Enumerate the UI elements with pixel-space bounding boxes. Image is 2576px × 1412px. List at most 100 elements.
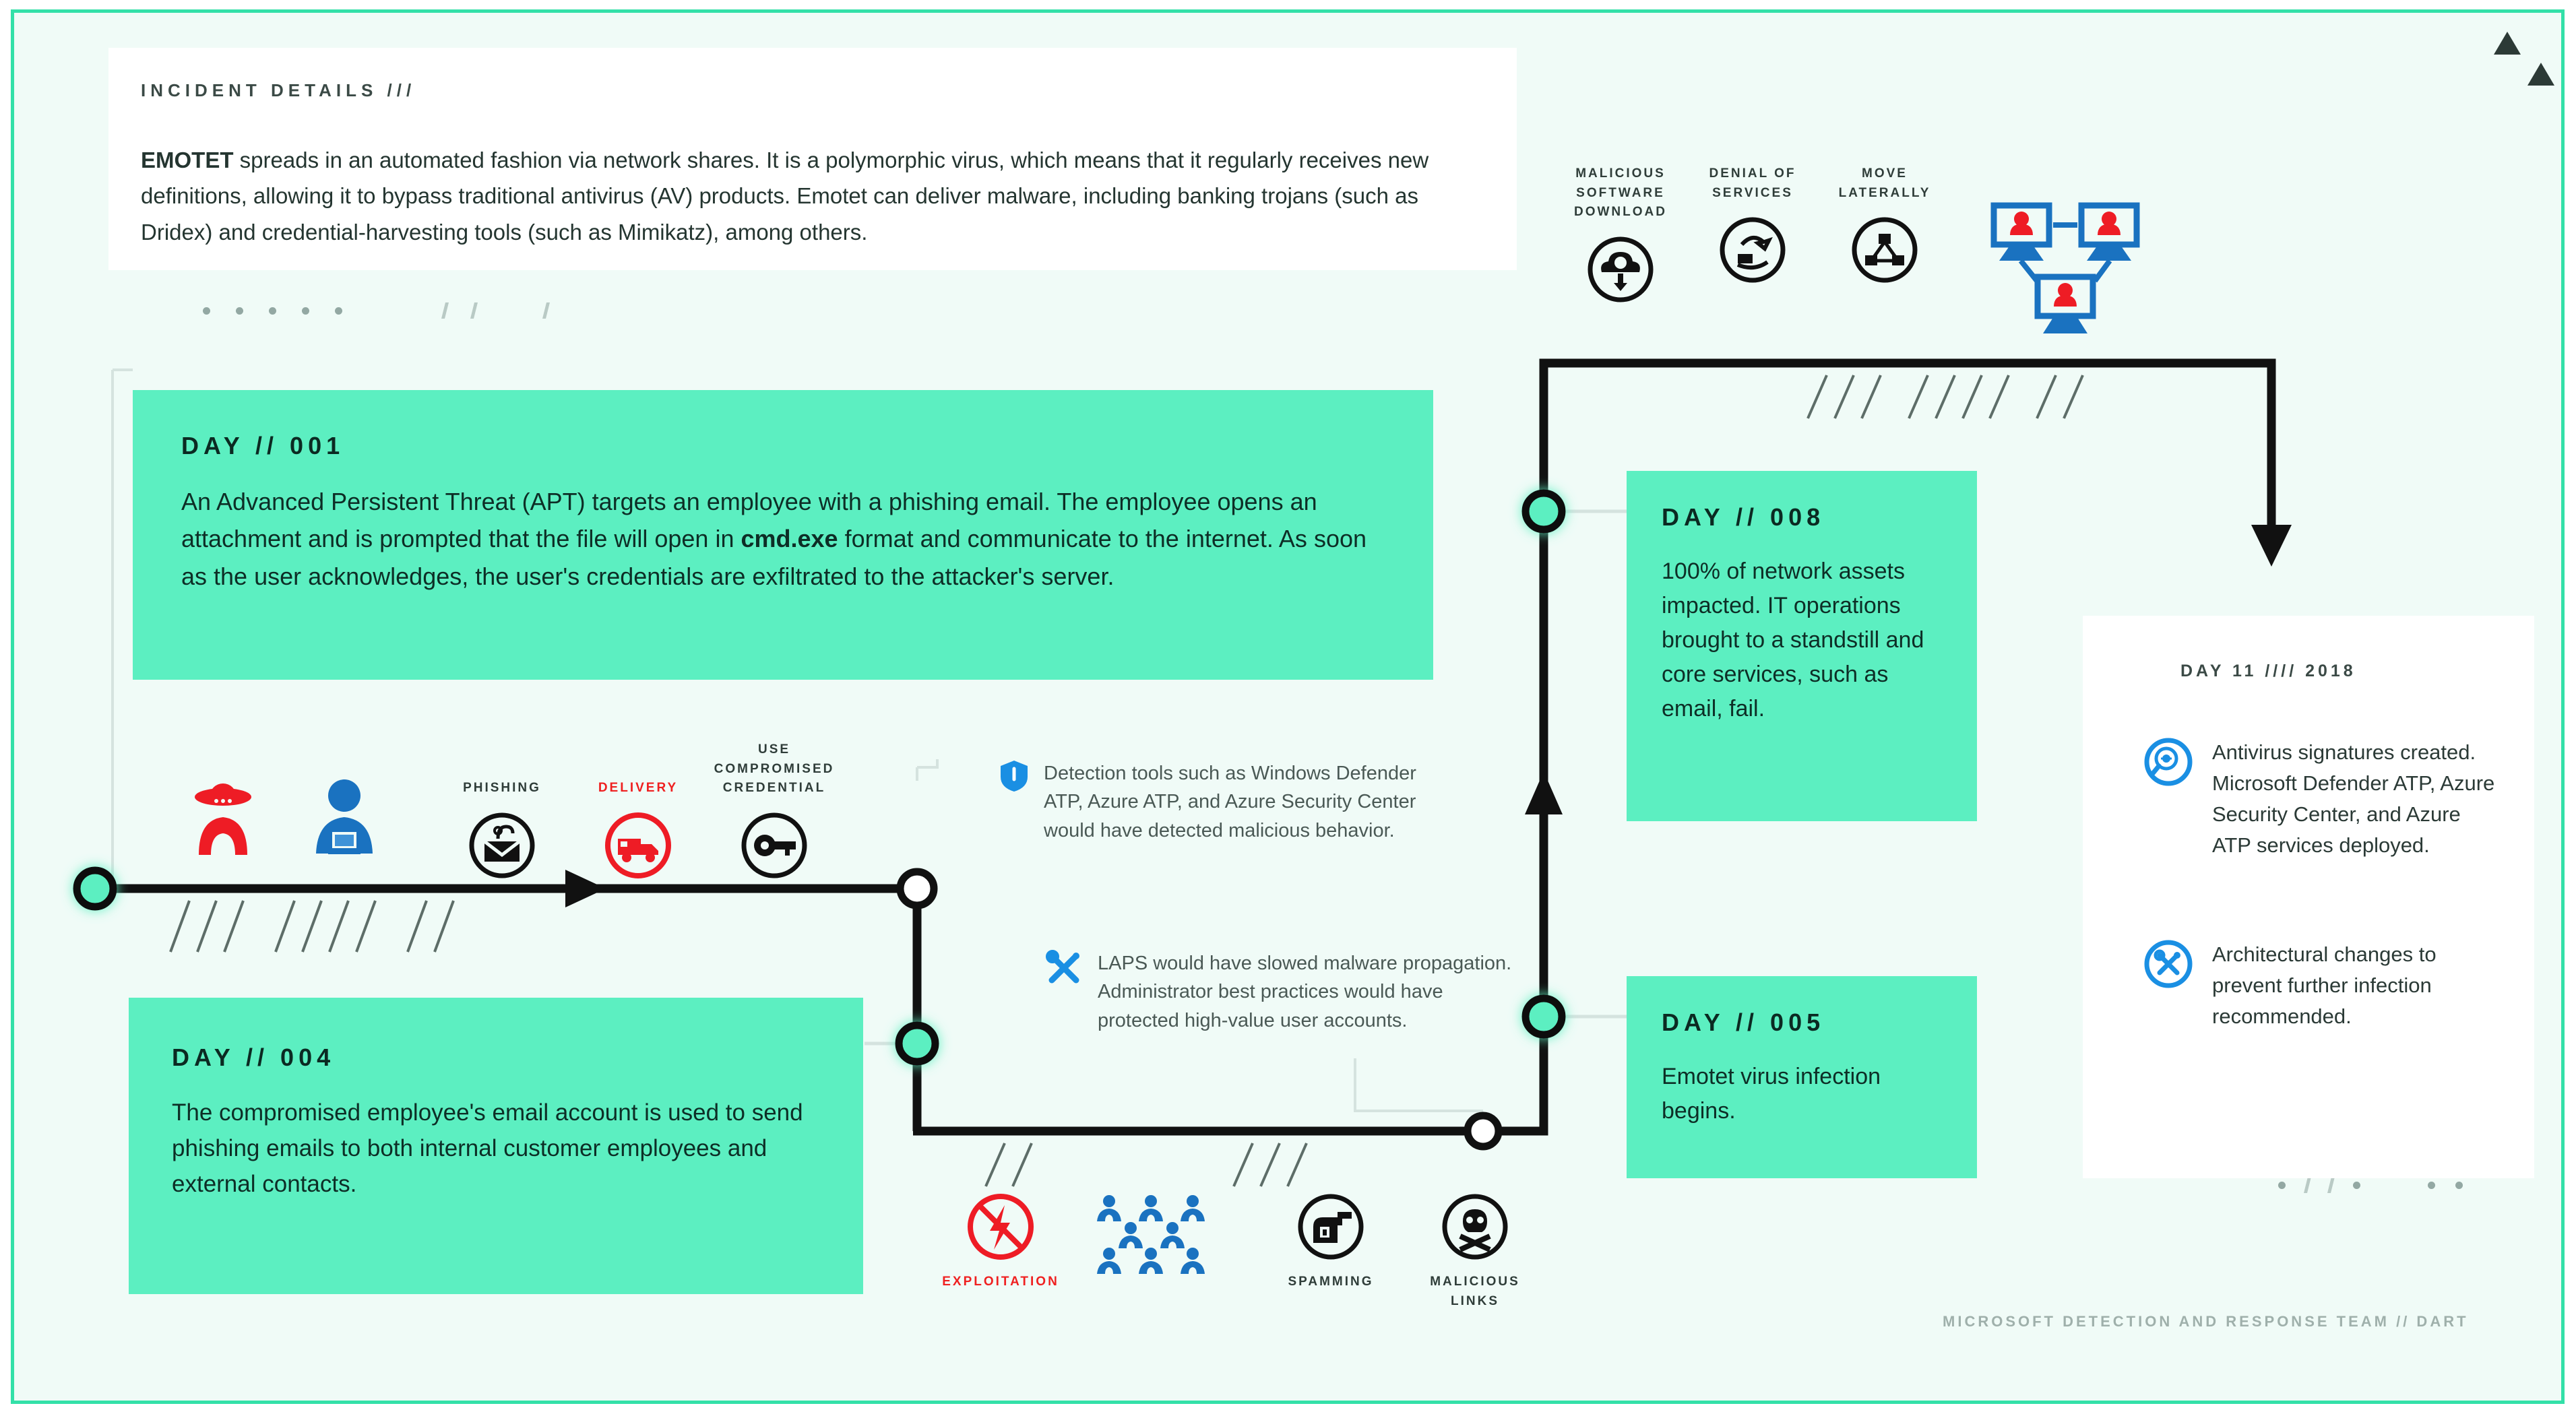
timeline-node-mid[interactable] [896, 868, 938, 909]
day-001-text-part2: format and communicate to the internet. … [181, 525, 1367, 590]
actor-icon-group [183, 774, 385, 865]
timeline-arrowhead-down [2251, 525, 2292, 567]
decorative-dot-row-bottom [2278, 1177, 2463, 1193]
day-card-005-title: DAY // 005 [1662, 1008, 1825, 1036]
icon-cell-use-compromised-credential: USE COMPROMISED CREDENTIAL [714, 740, 832, 880]
incident-details-kicker: INCIDENT DETAILS /// [141, 80, 416, 100]
connector-detection-note [917, 759, 939, 769]
spread-stage-icon-group: EXPLOITATION [942, 1192, 1532, 1311]
timeline-hatch-ticks [169, 900, 455, 953]
note-laps-text: LAPS would have slowed malware propagati… [1098, 953, 1512, 1031]
incident-details-body: EMOTET spreads in an automated fashion v… [141, 142, 1482, 250]
timeline-node-day008[interactable] [1521, 489, 1566, 534]
day-card-004-title: DAY // 004 [172, 1044, 336, 1071]
timeline-node-day004[interactable] [895, 1021, 939, 1066]
icon-cell-spamming: SPAMMING [1274, 1192, 1387, 1292]
decorative-tick [542, 302, 550, 319]
icon-cell-malicious-software-download: MALICIOUS SOFTWARE DOWNLOAD [1564, 164, 1677, 304]
note-laps: LAPS would have slowed malware propagati… [1045, 949, 1544, 1035]
resolution-item: Architectural changes to prevent further… [2143, 939, 2502, 1032]
icon-label-use-compromised-credential: USE COMPROMISED CREDENTIAL [714, 742, 835, 795]
cloud-download-skull-icon [1588, 236, 1654, 302]
incident-lead-term: EMOTET [141, 148, 234, 172]
icon-label-phishing: PHISHING [463, 781, 541, 795]
decorative-dot [2455, 1181, 2463, 1189]
tools-cross-icon [1045, 949, 1083, 1035]
timeline-arrowhead-up [1525, 771, 1563, 814]
icon-cell-denial-of-services: DENIAL OF SERVICES [1696, 164, 1809, 285]
icon-cell-delivery: DELIVERY [582, 779, 695, 880]
tools-wrench-screwdriver-icon [2143, 939, 2193, 1032]
day-card-004-body: The compromised employee's email account… [172, 1099, 803, 1198]
envelope-hook-icon [469, 812, 535, 878]
icon-label-spamming: SPAMMING [1288, 1275, 1374, 1289]
decorative-dot [236, 307, 243, 315]
day-card-005: DAY // 005 Emotet virus infection begins… [1627, 976, 1977, 1178]
day-card-008-body: 100% of network assets impacted. IT oper… [1662, 558, 1924, 721]
decorative-dot-row [203, 302, 550, 319]
timeline-hatch-ticks-top [1807, 375, 2084, 419]
icon-label-malicious-software-download: MALICIOUS SOFTWARE DOWNLOAD [1574, 166, 1667, 219]
day-001-text-part1: An Advanced Persistent Threat (APT) targ… [181, 488, 1317, 553]
infected-computers-icon [1968, 189, 2184, 338]
denial-of-service-icon [1720, 217, 1786, 283]
day-card-001: DAY // 001 An Advanced Persistent Threat… [133, 390, 1433, 680]
incident-body-text: spreads in an automated fashion via netw… [141, 148, 1429, 245]
skull-crossbones-icon [1442, 1194, 1508, 1260]
key-icon [741, 812, 807, 878]
decorative-tick [2304, 1177, 2311, 1193]
day-card-001-title: DAY // 001 [181, 432, 345, 459]
attacker-person-icon [183, 774, 263, 865]
exploitation-bolt-icon [968, 1194, 1034, 1260]
decorative-tick [2327, 1177, 2335, 1193]
resolution-item: Antivirus signatures created. Microsoft … [2143, 737, 2502, 861]
icon-label-delivery: DELIVERY [598, 781, 679, 795]
attack-stage-icon-group: PHISHING DELIVERY [445, 740, 832, 880]
triangle-marker [2494, 32, 2521, 55]
impact-stage-icon-group: MALICIOUS SOFTWARE DOWNLOAD DENIAL OF SE… [1564, 164, 1941, 304]
icon-label-malicious-links: MALICIOUS LINKS [1430, 1275, 1520, 1308]
incident-details-panel: INCIDENT DETAILS /// EMOTET spreads in a… [108, 48, 1517, 270]
resolution-panel: DAY 11 //// 2018 Antivirus signatures cr… [2083, 616, 2534, 1178]
day-card-005-body: Emotet virus infection begins. [1662, 1064, 1881, 1124]
people-crowd-icon [1097, 1195, 1205, 1274]
decorative-dot [302, 307, 309, 315]
day-001-bold-term: cmd.exe [741, 525, 838, 553]
decorative-tick [441, 302, 449, 319]
icon-cell-exploitation: EXPLOITATION [942, 1192, 1059, 1292]
decorative-tick [470, 302, 478, 319]
employee-laptop-icon [304, 774, 385, 865]
decorative-dot [2353, 1181, 2360, 1189]
day-card-004: DAY // 004 The compromised employee's em… [129, 998, 863, 1294]
icon-cell-people-crowd [1088, 1192, 1243, 1290]
triangle-marker [2527, 63, 2554, 86]
timeline-hatch-ticks-lower [984, 1143, 1308, 1187]
timeline-node-lower-right[interactable] [1464, 1112, 1503, 1151]
footer-attribution: MICROSOFT DETECTION AND RESPONSE TEAM //… [1943, 1313, 2469, 1330]
resolution-item-text: Architectural changes to prevent further… [2212, 942, 2437, 1028]
spam-mailbox-icon [1298, 1194, 1364, 1260]
decorative-dot [335, 307, 342, 315]
note-detection-text: Detection tools such as Windows Defender… [1044, 763, 1416, 841]
day-card-001-body: An Advanced Persistent Threat (APT) targ… [181, 483, 1385, 595]
delivery-truck-icon [605, 812, 671, 878]
magnifier-globe-icon [2143, 737, 2193, 861]
connector-laps-note [1354, 1058, 1483, 1112]
decorative-dot [2278, 1181, 2286, 1189]
decorative-dot [2428, 1181, 2435, 1189]
day-card-008: DAY // 008 100% of network assets impact… [1627, 471, 1977, 821]
note-detection-tools: Detection tools such as Windows Defender… [999, 759, 1431, 845]
day-card-008-title: DAY // 008 [1662, 503, 1825, 531]
decorative-dot [269, 307, 276, 315]
corner-triangle-markers [2494, 32, 2554, 86]
icon-label-denial-of-services: DENIAL OF SERVICES [1709, 166, 1796, 200]
timeline-node-origin[interactable] [73, 866, 117, 911]
icon-cell-malicious-links: MALICIOUS LINKS [1418, 1192, 1532, 1311]
icon-cell-phishing: PHISHING [445, 779, 559, 880]
icon-label-exploitation: EXPLOITATION [942, 1275, 1059, 1289]
network-nodes-icon [1852, 217, 1918, 283]
resolution-item-text: Antivirus signatures created. Microsoft … [2212, 740, 2495, 857]
framed-canvas: INCIDENT DETAILS /// EMOTET spreads in a… [11, 9, 2565, 1404]
resolution-panel-title: DAY 11 //// 2018 [2180, 662, 2356, 680]
icon-label-move-laterally: MOVE LATERALLY [1838, 166, 1931, 200]
